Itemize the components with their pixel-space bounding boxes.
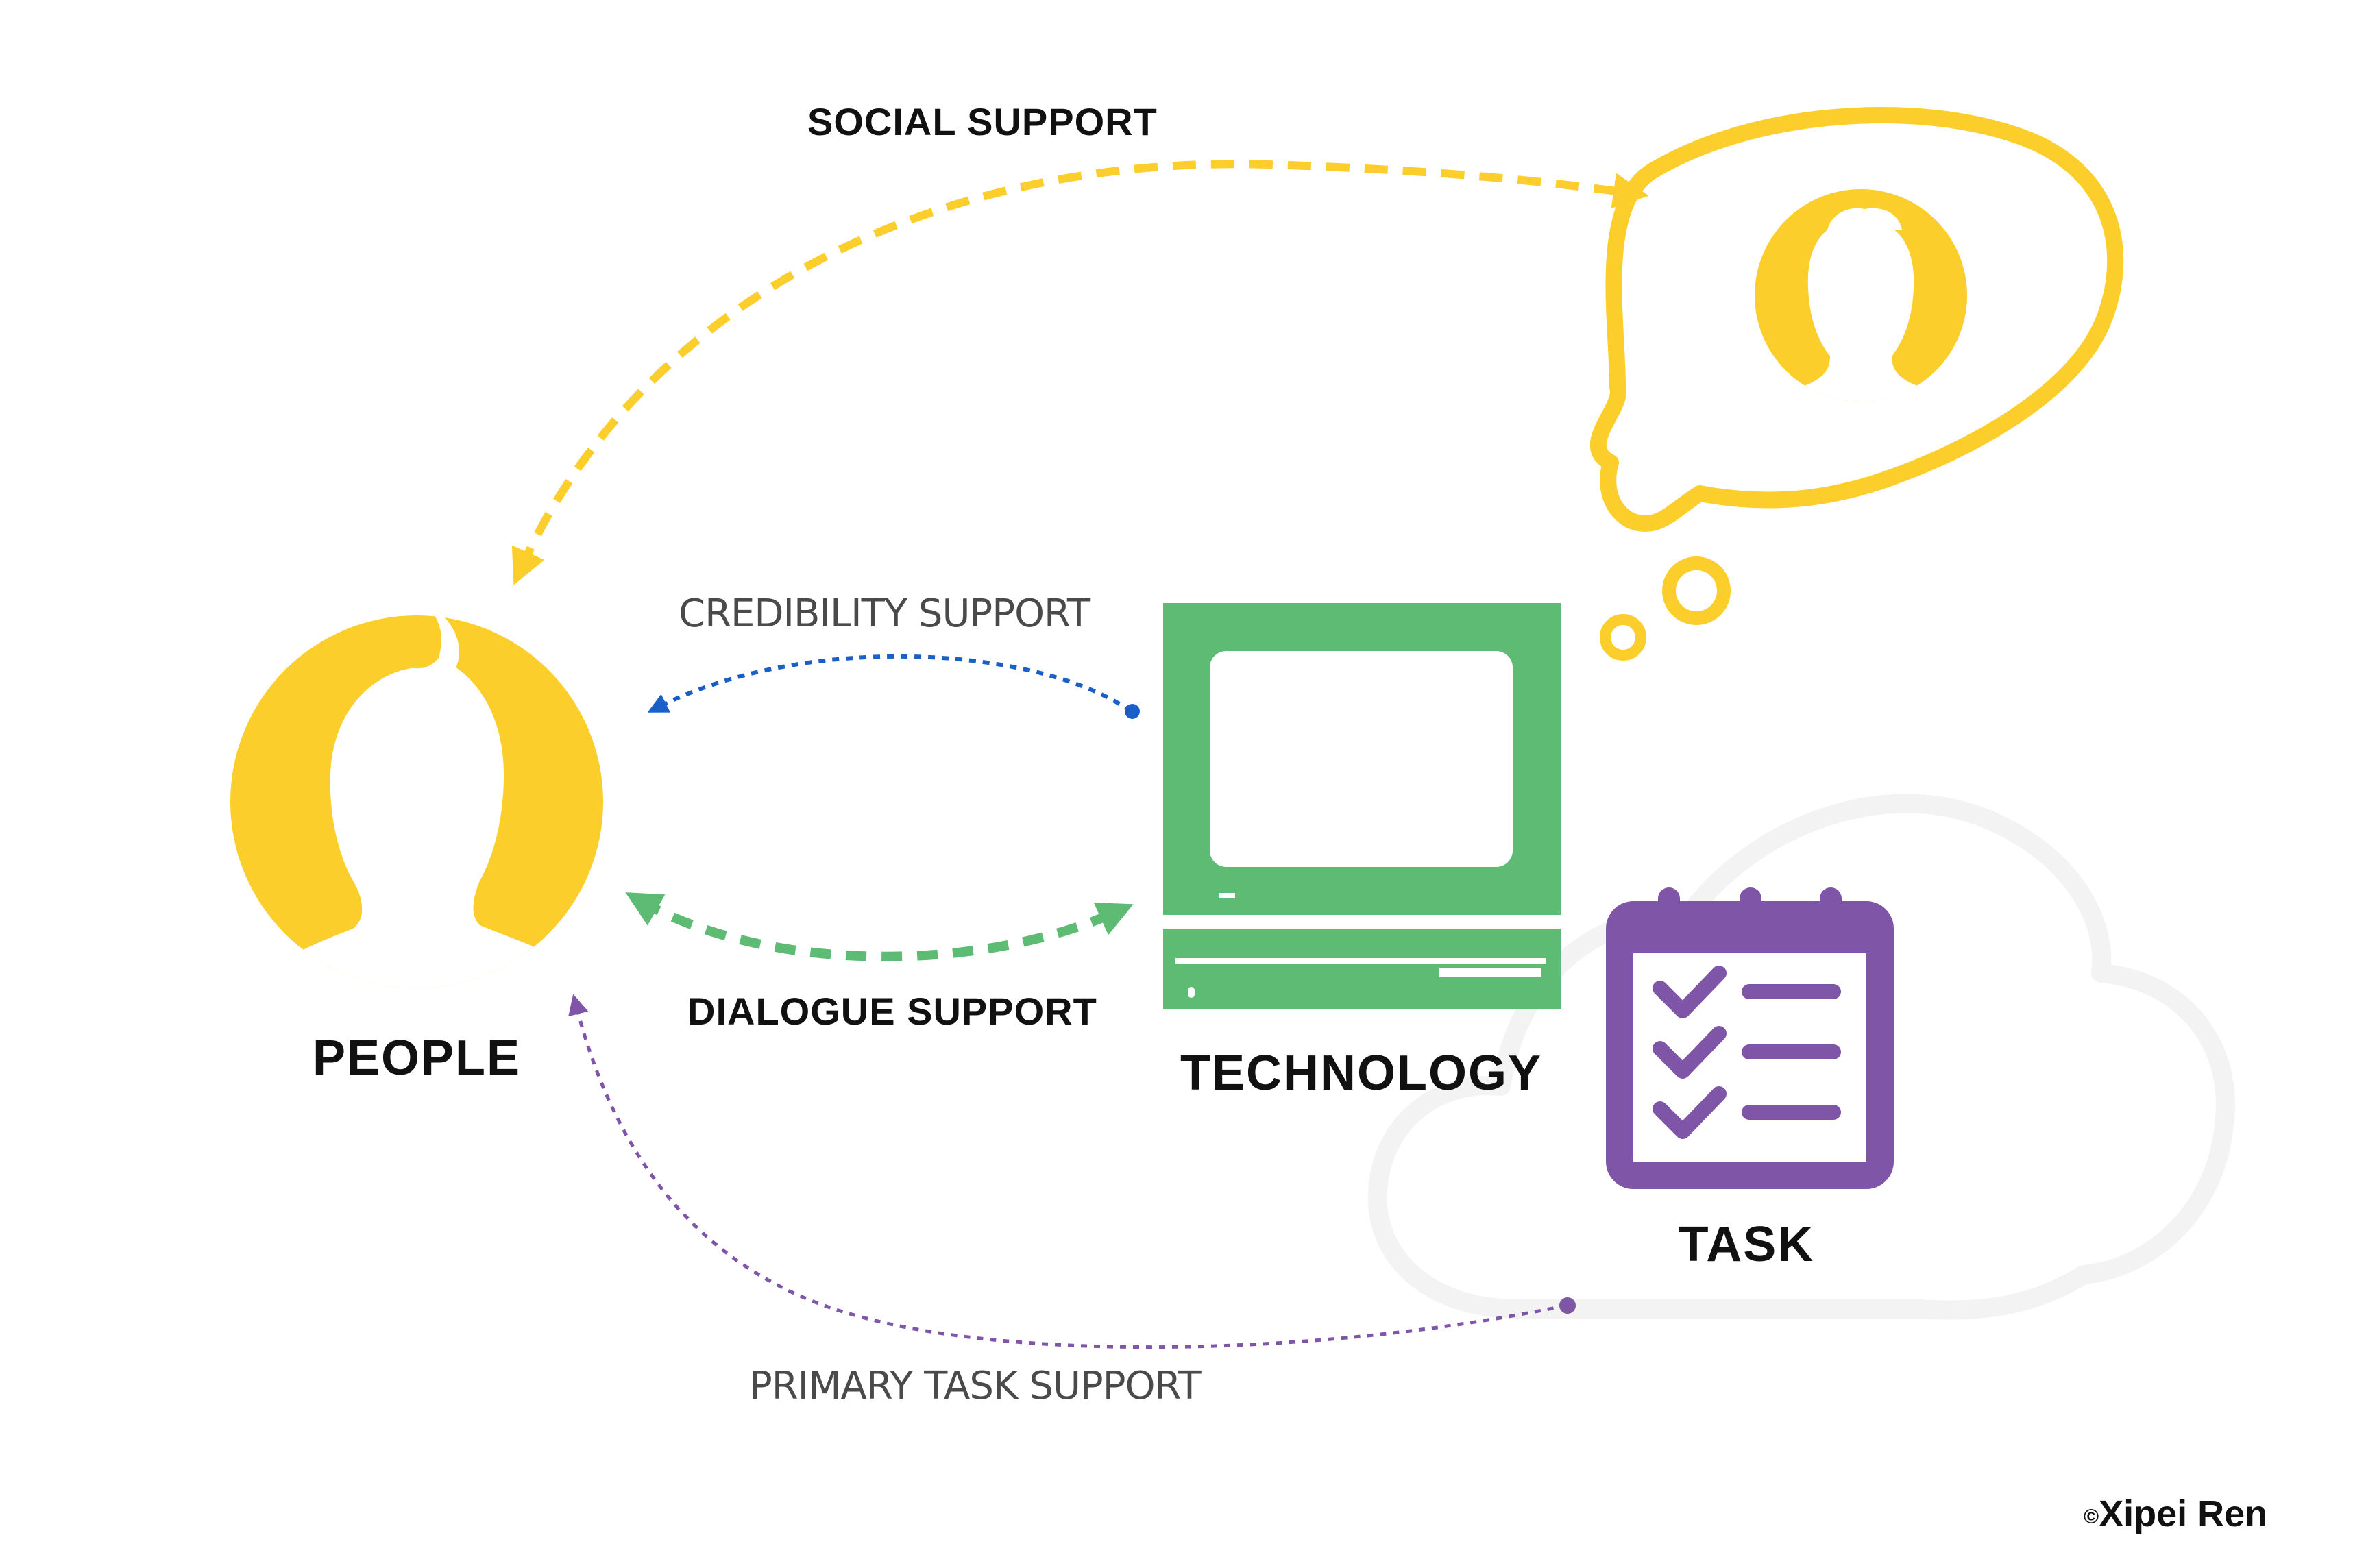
cloud-outline-icon <box>1367 794 2235 1320</box>
credibility-support-origin-dot <box>1125 704 1140 719</box>
credibility-support-label: CREDIBILITY SUPPORT <box>679 591 1090 636</box>
copyright-notice: ©Xipei Ren <box>2084 1495 2267 1532</box>
credibility-support-arrow <box>647 654 1132 713</box>
copyright-symbol: © <box>2084 1506 2099 1528</box>
technology-label: TECHNOLOGY <box>1180 1046 1543 1101</box>
checklist-calendar-icon <box>1606 887 1894 1189</box>
desktop-computer-icon <box>1163 603 1561 1009</box>
social-support-arrow <box>511 160 1649 585</box>
social-support-label: SOCIAL SUPPORT <box>807 100 1158 143</box>
person-in-thought-bubble-icon <box>1755 189 1967 402</box>
task-label: TASK <box>1678 1217 1815 1272</box>
people-label: PEOPLE <box>312 1031 522 1086</box>
primary-task-support-arrow <box>568 994 1567 1349</box>
primary-task-support-label: PRIMARY TASK SUPPORT <box>749 1364 1202 1408</box>
primary-task-support-origin-dot <box>1559 1297 1576 1314</box>
thought-bubble-icon <box>1589 107 2124 661</box>
dialogue-support-label: DIALOGUE SUPPORT <box>687 990 1097 1033</box>
dialogue-support-arrow <box>625 892 1134 961</box>
copyright-author: Xipei Ren <box>2099 1493 2268 1534</box>
person-avatar-icon <box>230 615 603 988</box>
